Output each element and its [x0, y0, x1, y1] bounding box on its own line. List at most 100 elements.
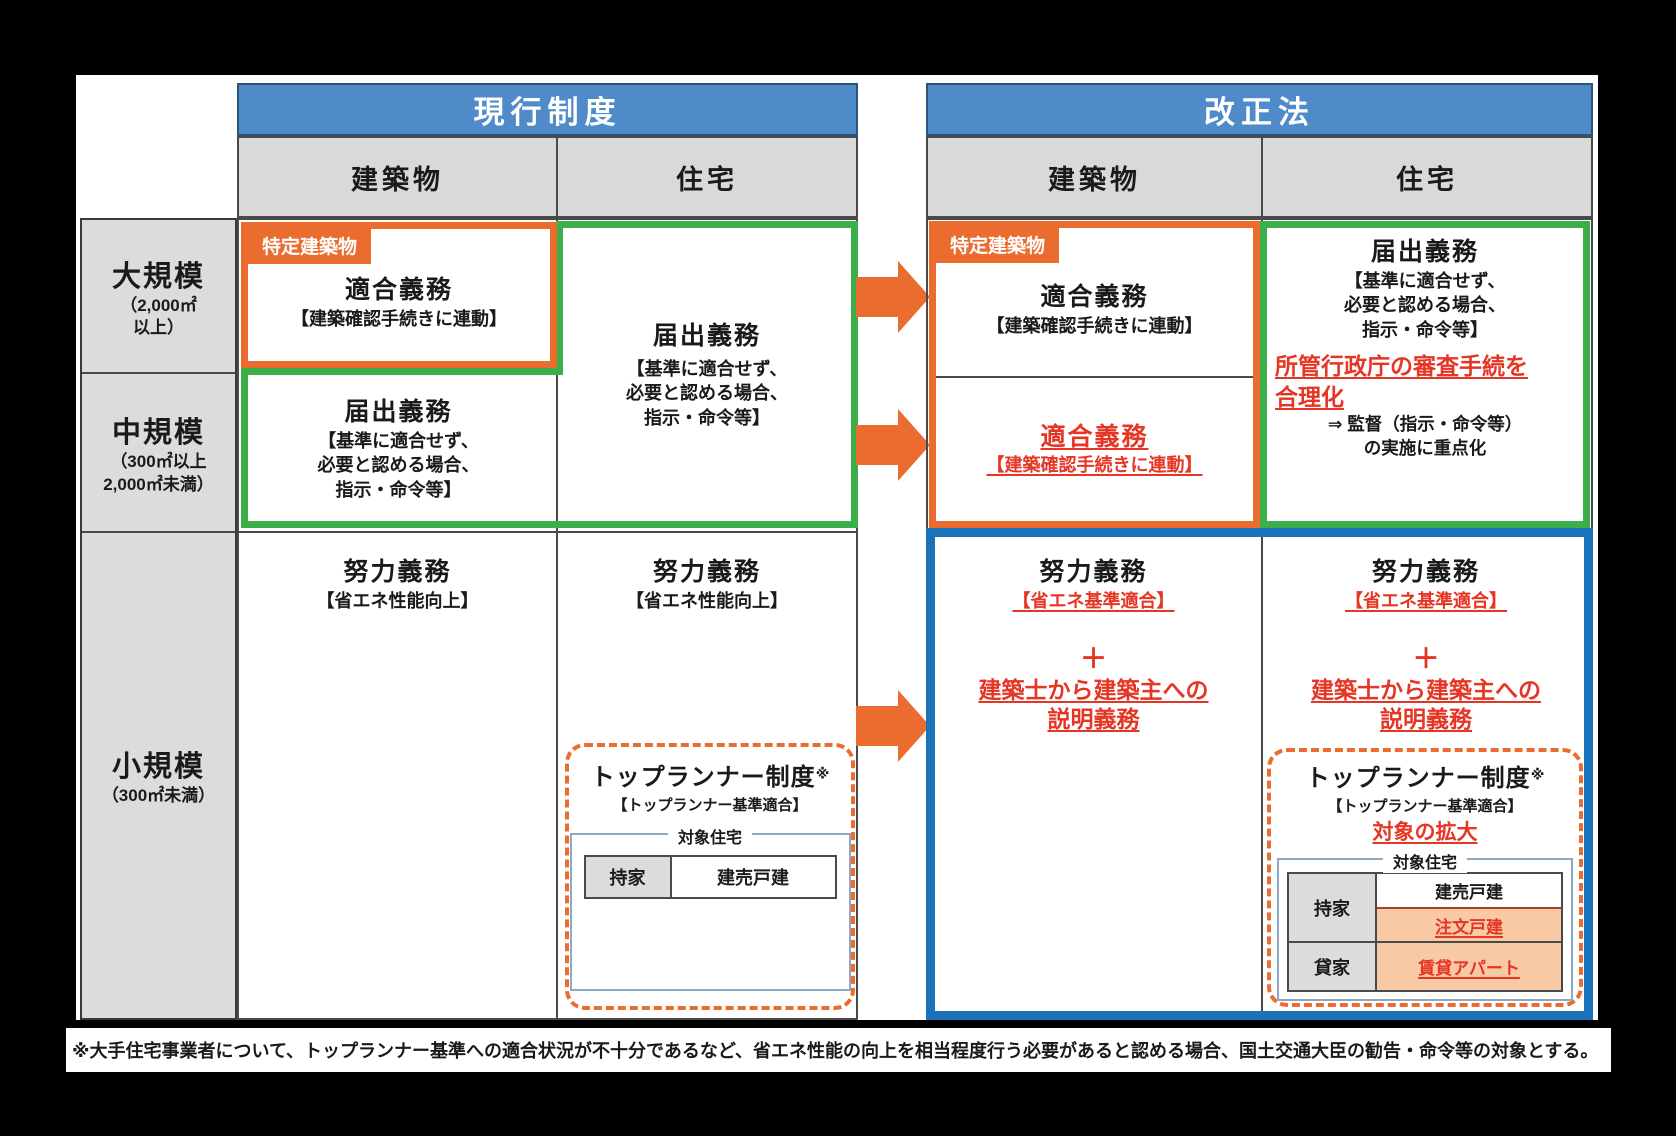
revised-spec-built-house-cell: 建売戸建 [1435, 883, 1503, 902]
revised-small-housing-add2: 説明義務 [1380, 706, 1472, 733]
scale-medium-size1: （300㎡以上 [110, 452, 207, 472]
revised-housing-highlight1: 所管行政庁の審査手続を [1275, 352, 1528, 379]
current-medium-building-cell: 届出義務 【基準に適合せず、 必要と認める場合、 指示・命令等】 [248, 378, 549, 521]
current-title-bar: 現行制度 [237, 83, 858, 136]
revised-owned-home-label: 持家 [1289, 874, 1377, 941]
revised-rental-apartment-cell: 賃貸アパート [1377, 941, 1561, 990]
scale-large-name: 大規模 [111, 260, 205, 293]
revised-target-housing-table: 持家 建売戸建 注文戸建 貸家 賃貸アパート [1287, 872, 1563, 992]
current-medium-building-note2: 必要と認める場合、 [317, 455, 480, 476]
current-housing-duty: 届出義務 [652, 322, 761, 350]
revised-small-housing-cell: 努力義務 【省エネ基準適合】 ＋ 建築士から建築主への 説明義務 [1261, 556, 1591, 734]
current-small-housing-note: 【省エネ性能向上】 [626, 590, 788, 611]
current-housing-note1: 【基準に適合せず、 [626, 358, 788, 379]
revised-housing-highlight2: 合理化 [1275, 384, 1344, 411]
scale-medium: 中規模 （300㎡以上 2,000㎡未満） [82, 372, 235, 531]
current-col-building-label: 建築物 [351, 164, 444, 195]
revised-custom-house-cell: 注文戸建 [1377, 907, 1561, 941]
current-target-housing-box: 対象住宅 持家 建売戸建 [569, 824, 851, 991]
revised-column-divider [1261, 218, 1263, 1020]
revised-toprunner-note: 【トップランナー基準適合】 [1327, 798, 1523, 815]
footnote-text: ※大手住宅事業者について、トップランナー基準への適合状況が不十分であるなど、省エ… [72, 1041, 1599, 1061]
current-small-building-note: 【省エネ性能向上】 [316, 590, 479, 611]
scale-large-size2: 以上） [133, 318, 184, 337]
current-medium-building-note1: 【基準に適合せず、 [318, 430, 479, 451]
current-toprunner-box: トップランナー制度※ 【トップランナー基準適合】 対象住宅 持家 建売戸建 [565, 743, 855, 1010]
revised-large-building-duty: 適合義務 [1040, 283, 1149, 312]
revised-housing-detail1: ⇒ 監督（指示・命令等） [1327, 414, 1523, 435]
scale-small-size1: （300㎡未満） [101, 786, 216, 806]
current-row-divider [237, 531, 858, 533]
current-medium-building-note3: 指示・命令等】 [335, 480, 462, 501]
current-housing-note2: 必要と認める場合、 [626, 383, 788, 404]
current-large-building-duty: 適合義務 [344, 276, 453, 305]
revised-small-housing-duty: 努力義務 [1371, 558, 1480, 586]
revised-col-housing-label: 住宅 [1396, 164, 1458, 195]
revised-housing-note1: 【基準に適合せず、 [1344, 270, 1506, 291]
spec-built-house-cell: 建売戸建 [717, 868, 789, 888]
revised-small-housing-plus: ＋ [1412, 644, 1440, 675]
current-large-building-note: 【建築確認手続きに連動】 [291, 308, 507, 329]
revised-toprunner-expansion: 対象の拡大 [1372, 821, 1478, 844]
revised-small-building-add1: 建築士から建築主への [978, 677, 1209, 704]
arrow-large-row-icon [856, 261, 930, 333]
revised-building-box: 特定建築物 適合義務 【建築確認手続きに連動】 適合義務 【建築確認手続きに連動… [929, 221, 1260, 528]
revised-housing-note2: 必要と認める場合、 [1344, 295, 1506, 316]
current-target-housing-table: 持家 建売戸建 [583, 855, 837, 899]
current-medium-building-duty: 届出義務 [344, 398, 453, 426]
scale-small: 小規模 （300㎡未満） [82, 531, 235, 1018]
revised-toprunner-box: トップランナー制度※ 【トップランナー基準適合】 対象の拡大 対象住宅 持家 建… [1267, 748, 1583, 1007]
current-target-housing-legend: 対象住宅 [667, 824, 753, 848]
current-housing-cell: 届出義務 【基準に適合せず、 必要と認める場合、 指示・命令等】 [563, 230, 851, 521]
revised-toprunner-title: トップランナー制度 [1305, 765, 1531, 792]
current-small-housing-cell: 努力義務 【省エネ性能向上】 [556, 556, 858, 613]
scale-large-size1: （2,000㎡ [120, 295, 197, 315]
revised-toprunner-title-row: トップランナー制度※ [1306, 758, 1545, 793]
revised-title-bar: 改正法 [926, 83, 1593, 136]
revised-small-building-duty: 努力義務 [1039, 558, 1148, 586]
revised-large-building-cell: 特定建築物 適合義務 【建築確認手続きに連動】 [936, 228, 1253, 378]
revised-col-building-header: 建築物 [926, 136, 1263, 218]
revised-small-housing-add1: 建築士から建築主への [1311, 677, 1541, 704]
revised-medium-building-duty: 適合義務 [1040, 422, 1149, 451]
footnote-bar: ※大手住宅事業者について、トップランナー基準への適合状況が不十分であるなど、省エ… [66, 1028, 1611, 1072]
revised-col-building-label: 建築物 [1048, 164, 1141, 195]
scale-small-name: 小規模 [111, 751, 205, 784]
owned-home-label: 持家 [585, 857, 672, 897]
revised-rental-home-label: 貸家 [1289, 941, 1377, 990]
revised-small-housing-note: 【省エネ基準適合】 [1345, 590, 1507, 611]
revised-small-building-note: 【省エネ基準適合】 [1012, 590, 1175, 611]
scale-medium-name: 中規模 [111, 417, 205, 450]
current-title: 現行制度 [473, 95, 622, 130]
revised-target-housing-legend: 対象住宅 [1382, 849, 1468, 873]
current-col-housing-label: 住宅 [676, 164, 738, 195]
revised-title: 改正法 [1204, 95, 1315, 130]
revised-medium-building-note: 【建築確認手続きに連動】 [986, 455, 1203, 476]
current-housing-note3: 指示・命令等】 [644, 408, 770, 429]
current-large-building-cell: 特定建築物 適合義務 【建築確認手続きに連動】 [241, 222, 557, 368]
revised-small-building-add2: 説明義務 [1047, 706, 1140, 733]
revised-large-building-note: 【建築確認手続きに連動】 [986, 315, 1203, 336]
revised-target-housing-box: 対象住宅 持家 建売戸建 注文戸建 貸家 賃貸アパート [1277, 849, 1573, 1001]
revised-housing-detail2: の実施に重点化 [1363, 437, 1487, 458]
scale-large: 大規模 （2,000㎡ 以上） [82, 220, 235, 372]
current-col-building-header: 建築物 [237, 136, 558, 218]
current-toprunner-title-row: トップランナー制度※ [591, 757, 830, 792]
arrow-small-row-icon [856, 690, 930, 762]
revised-small-building-plus: ＋ [1080, 644, 1107, 675]
current-col-housing-header: 住宅 [556, 136, 858, 218]
revised-housing-note3: 指示・命令等】 [1362, 320, 1488, 341]
revised-medium-building-cell: 適合義務 【建築確認手続きに連動】 [936, 378, 1253, 521]
arrow-medium-row-icon [856, 409, 930, 481]
current-small-housing-duty: 努力義務 [652, 558, 761, 586]
current-small-building-duty: 努力義務 [343, 558, 452, 586]
current-toprunner-title: トップランナー制度 [590, 764, 816, 791]
revised-housing-box: 届出義務 【基準に適合せず、 必要と認める場合、 指示・命令等】 所管行政庁の審… [1260, 221, 1590, 528]
current-toprunner-mark: ※ [815, 765, 830, 782]
revised-toprunner-mark: ※ [1530, 766, 1545, 783]
specified-building-tag: 特定建築物 [248, 229, 372, 264]
scale-medium-size2: 2,000㎡未満） [103, 474, 214, 494]
scale-label-column: 大規模 （2,000㎡ 以上） 中規模 （300㎡以上 2,000㎡未満） 小規… [80, 218, 237, 1020]
revised-specified-building-tag: 特定建築物 [936, 228, 1060, 263]
